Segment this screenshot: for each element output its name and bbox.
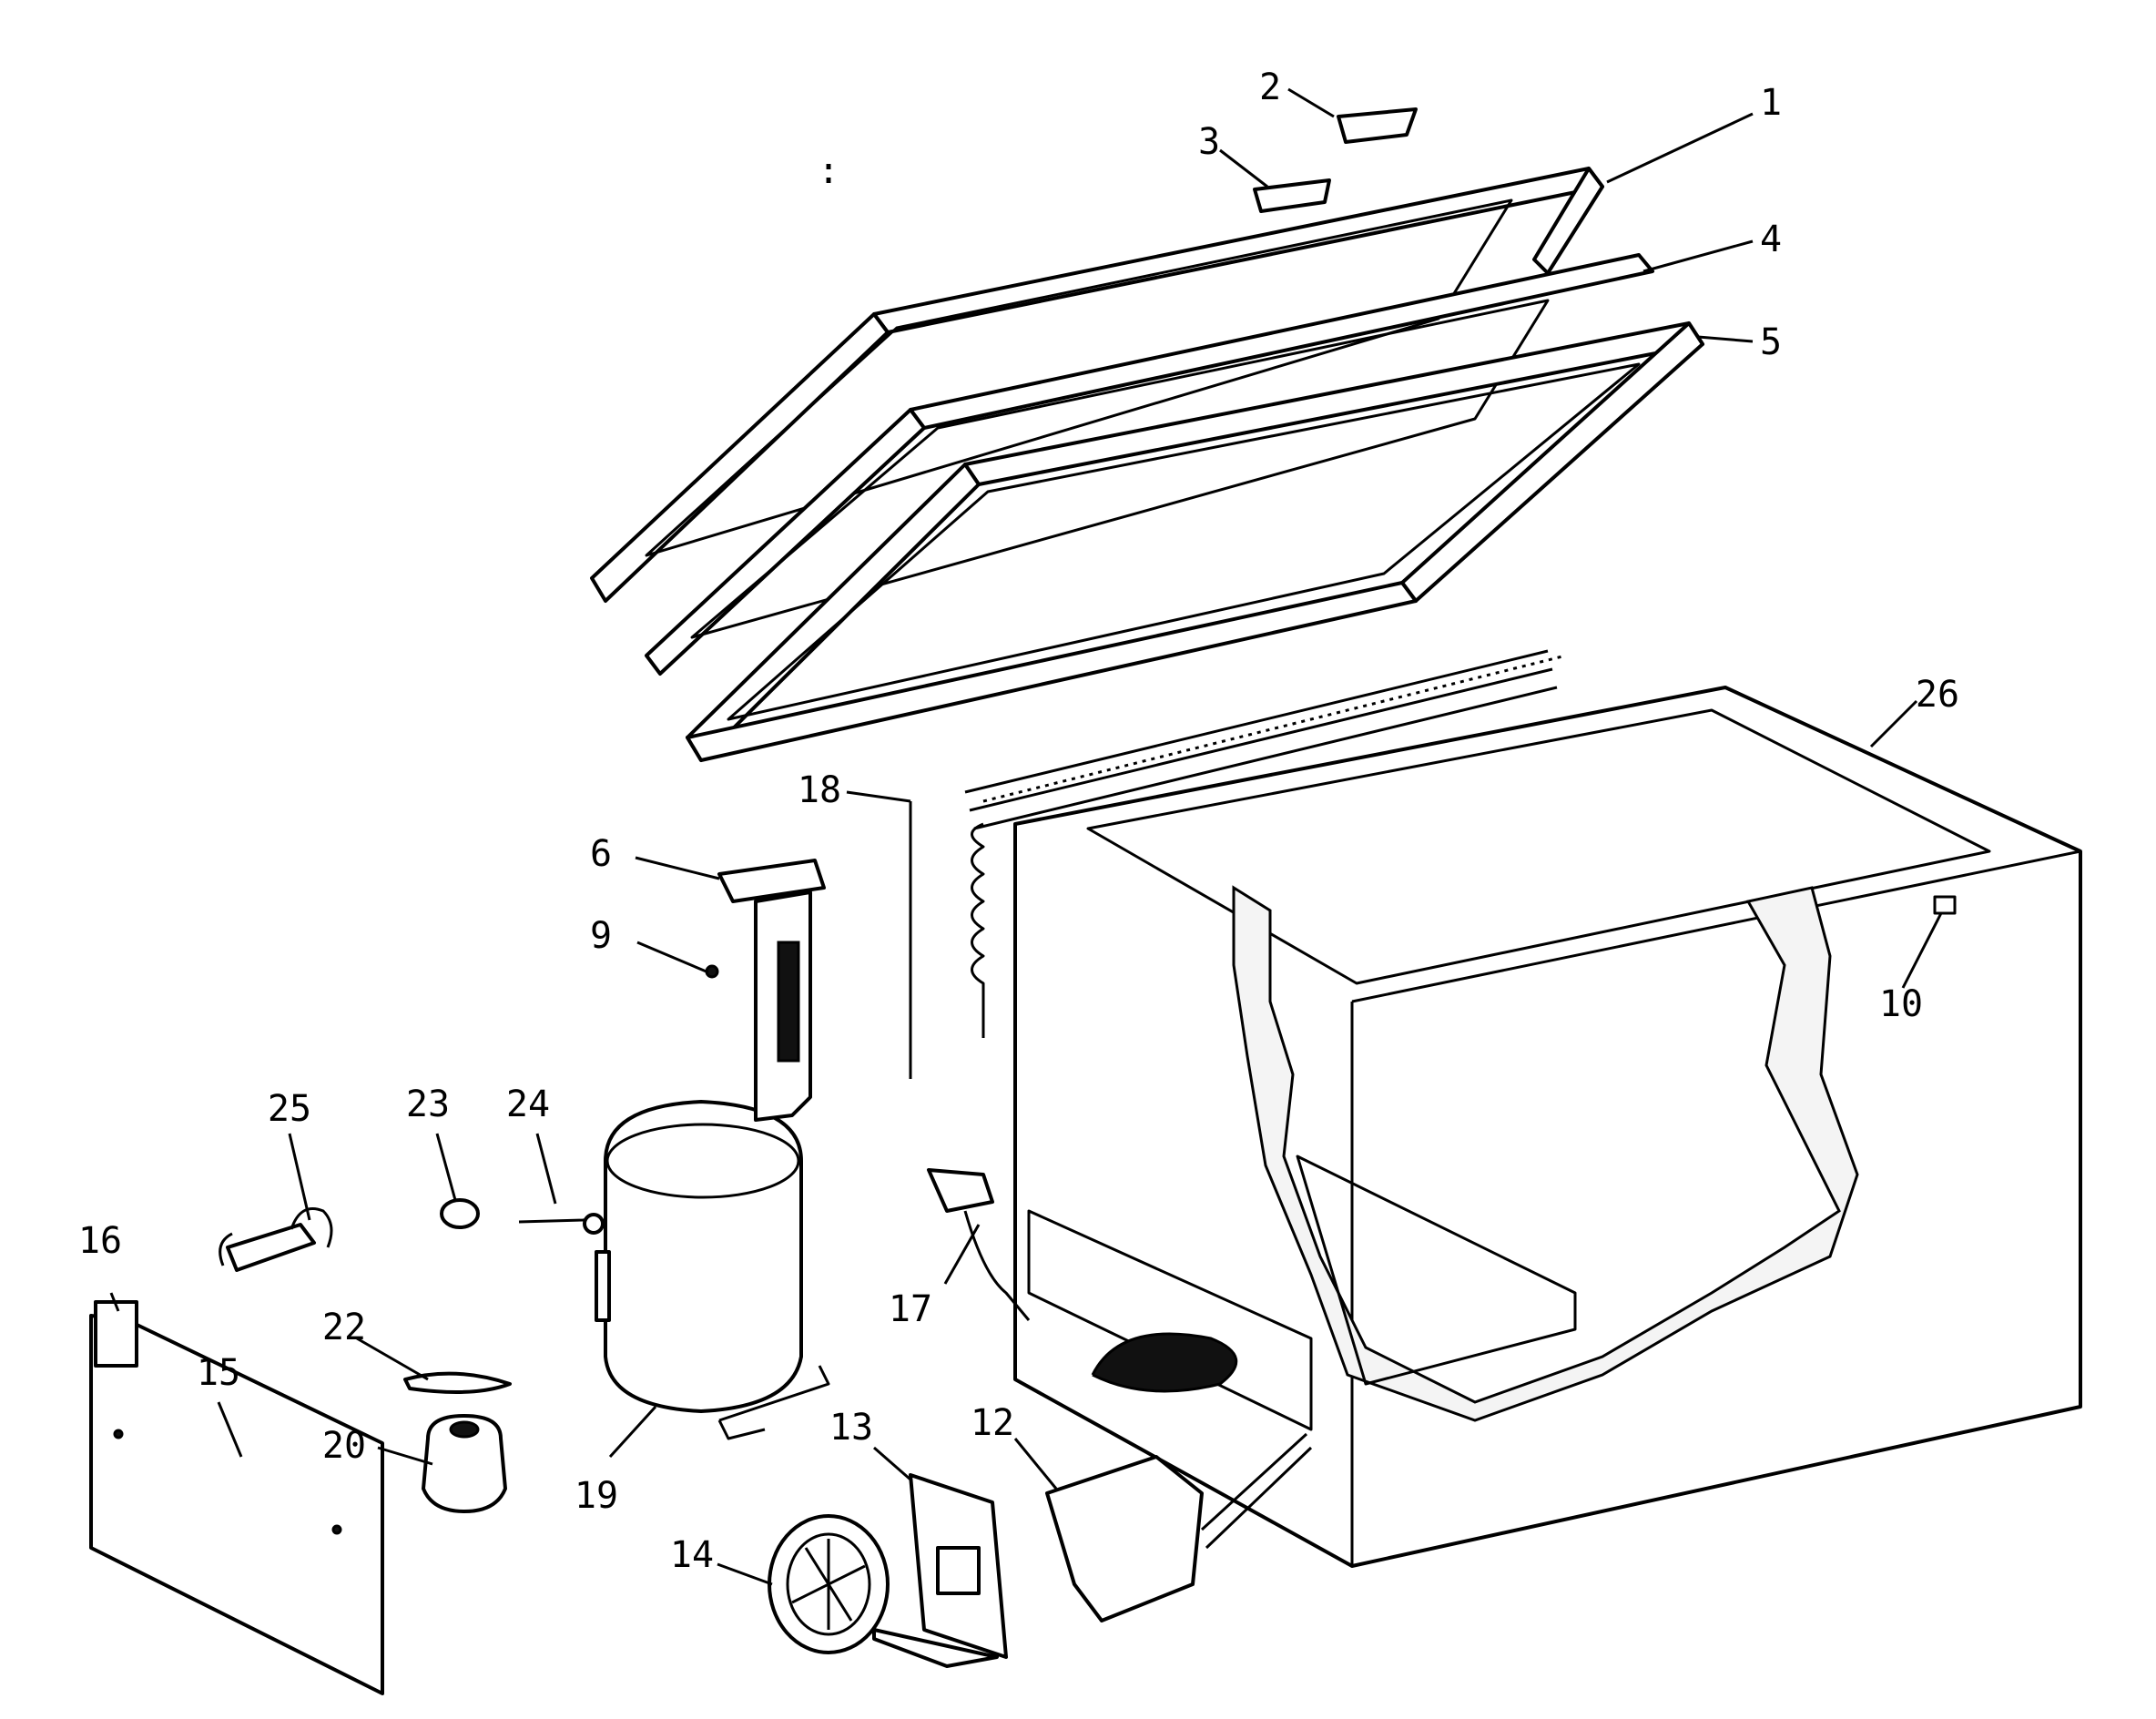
label-part-17: 17 (889, 1288, 932, 1330)
handle-parts (1253, 107, 1418, 213)
label-part-10: 10 (1879, 983, 1923, 1025)
label-part-6: 6 (590, 833, 612, 875)
label-part-9: 9 (590, 915, 612, 957)
condenser-coil (909, 649, 1567, 1079)
label-part-23: 23 (406, 1083, 450, 1125)
lid-frame (590, 167, 1604, 603)
cabinet (1013, 686, 2082, 1568)
leader-lines (109, 87, 1943, 1586)
label-part-2: 2 (1259, 66, 1281, 108)
label-part-1: 1 (1760, 82, 1782, 124)
wire-24 (518, 1213, 605, 1235)
label-part-3: 3 (1198, 121, 1220, 163)
label-part-15: 15 (197, 1352, 240, 1394)
stray-mark: : (818, 150, 839, 192)
label-part-13: 13 (829, 1407, 873, 1449)
label-part-19: 19 (575, 1475, 618, 1517)
compressor (595, 1100, 830, 1440)
label-part-18: 18 (798, 769, 841, 811)
label-part-5: 5 (1760, 321, 1782, 363)
label-part-22: 22 (322, 1307, 366, 1348)
grommet-20 (422, 1414, 507, 1513)
overload-clip (219, 1207, 333, 1272)
label-part-26: 26 (1916, 674, 1959, 716)
label-part-4: 4 (1760, 219, 1782, 260)
bracket (705, 859, 826, 1122)
relay-23 (440, 1198, 480, 1229)
label-part-12: 12 (971, 1402, 1014, 1444)
label-part-16: 16 (78, 1220, 122, 1262)
part-labels: 1 2 3 4 5 6 9 10 12 13 14 15 16 17 18 19… (78, 66, 1959, 1576)
clip-22 (403, 1371, 512, 1394)
label-part-24: 24 (506, 1083, 550, 1125)
label-part-14: 14 (670, 1534, 714, 1576)
control-knob (768, 1514, 890, 1654)
label-part-25: 25 (268, 1088, 311, 1130)
thermostat (1045, 1332, 1313, 1622)
power-cord (927, 1168, 1031, 1321)
lid-liner (645, 253, 1654, 676)
label-part-20: 20 (322, 1425, 366, 1467)
lid-gasket (686, 321, 1704, 762)
control-bracket (872, 1473, 1008, 1668)
